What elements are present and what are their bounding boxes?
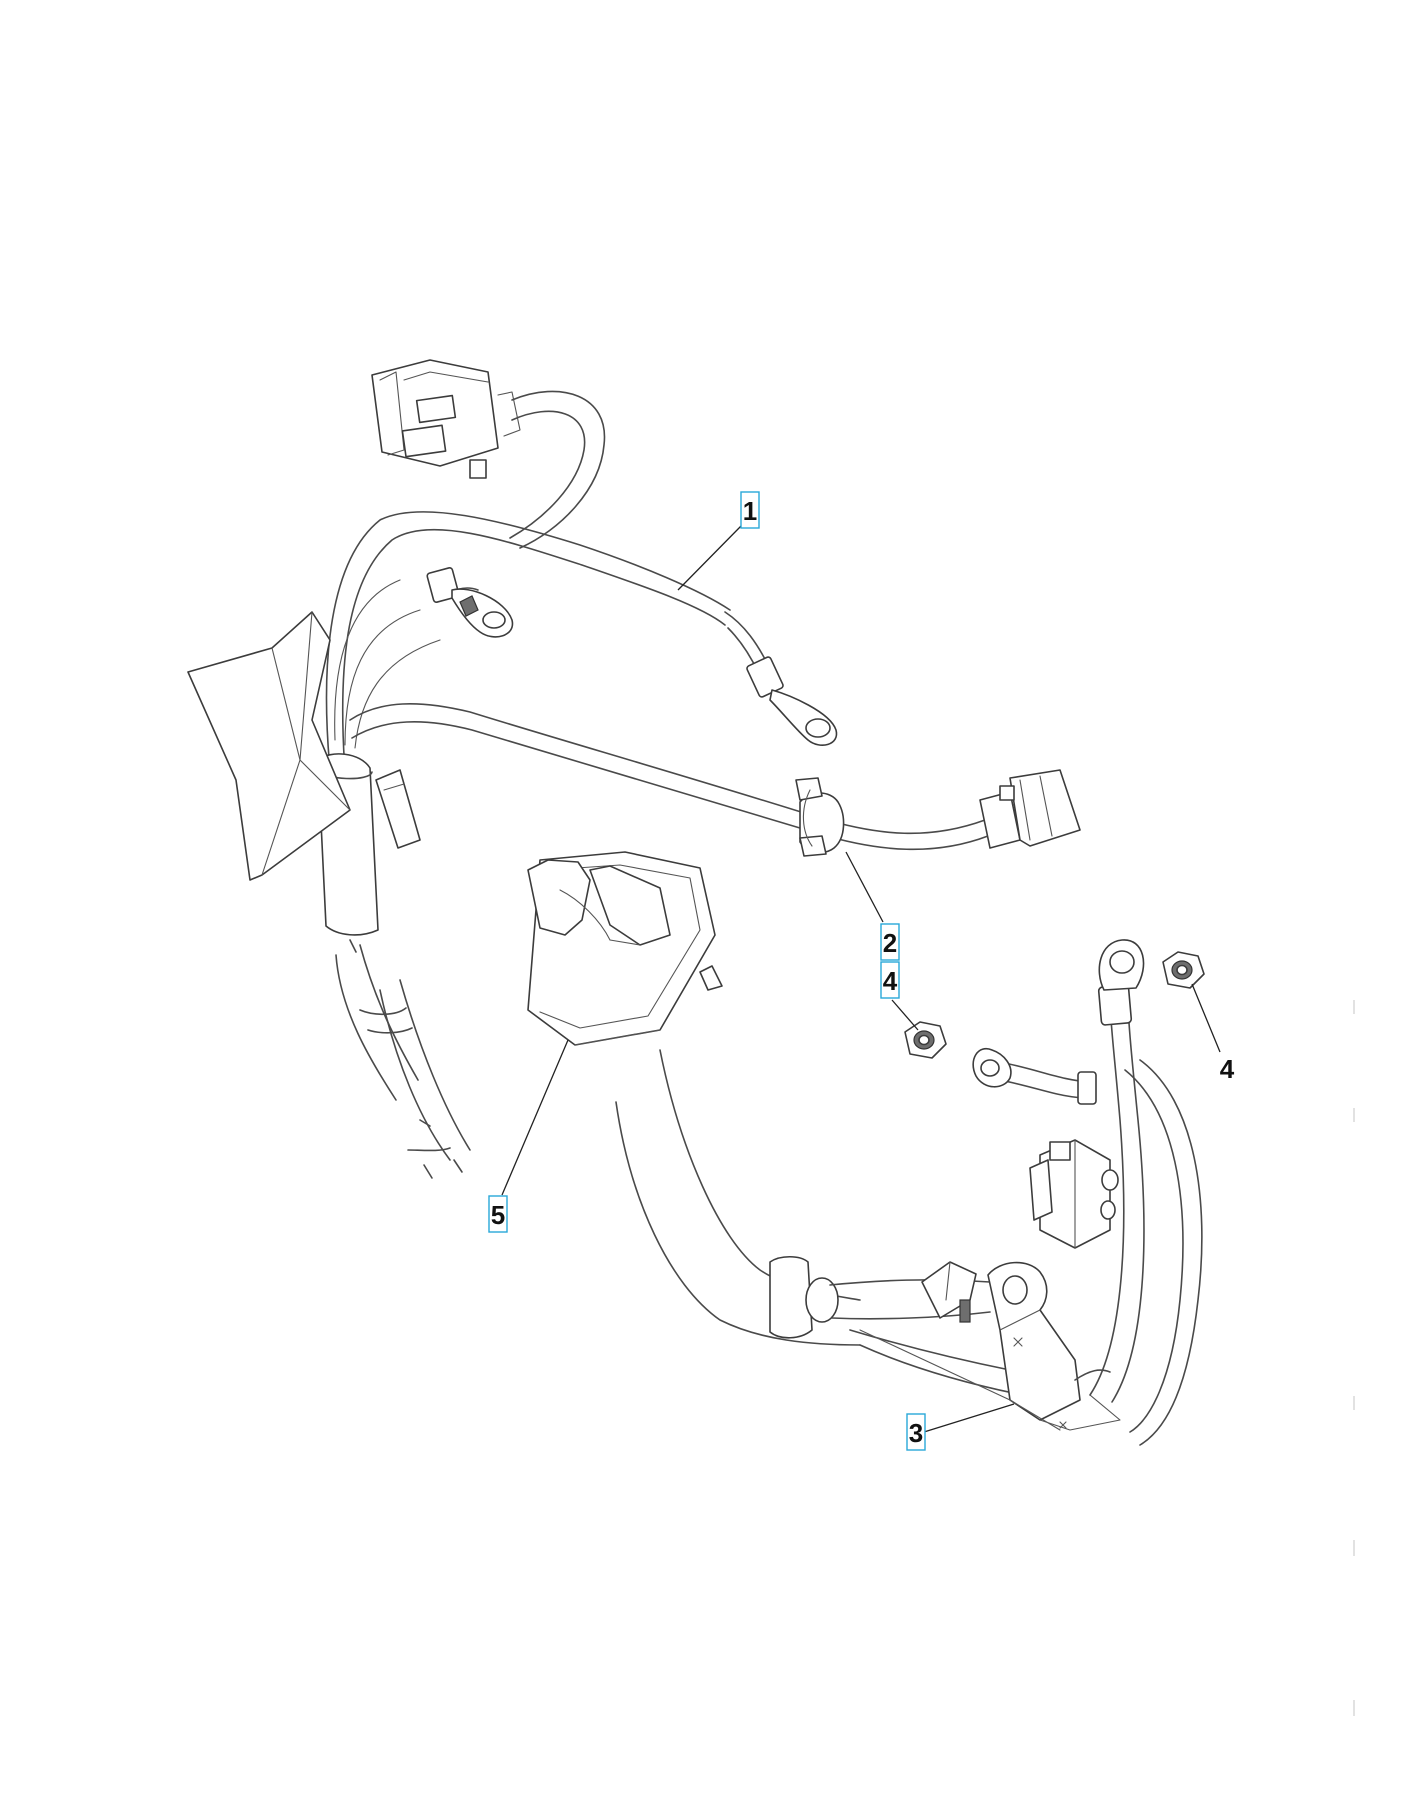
svg-text:3: 3	[909, 1418, 923, 1448]
callout-1: 1	[740, 491, 760, 529]
main-wiring-harness	[187, 359, 1081, 1179]
ground-bracket	[987, 1261, 1121, 1431]
inline-connector	[921, 1261, 977, 1323]
svg-text:4: 4	[1220, 1054, 1235, 1084]
left-housing-block	[187, 611, 351, 881]
terminal-block	[1029, 1139, 1119, 1249]
callout-5: 5	[488, 1195, 508, 1233]
cable-holder-bracket	[527, 851, 723, 1046]
svg-text:2: 2	[883, 928, 897, 958]
hex-nut-right	[1162, 951, 1205, 989]
ring-terminal-upper	[769, 689, 838, 746]
svg-text:4: 4	[883, 966, 898, 996]
callout-4-left: 4	[880, 961, 900, 999]
ring-terminal-top	[1098, 939, 1145, 991]
ring-terminal-middle	[451, 588, 514, 638]
svg-text:1: 1	[743, 496, 757, 526]
ring-terminal-horizontal	[972, 1047, 1097, 1105]
plug-connector-right	[979, 769, 1081, 849]
svg-text:5: 5	[491, 1200, 505, 1230]
callout-2: 2	[880, 923, 900, 961]
hex-nut-left	[904, 1021, 947, 1059]
callout-4-right: 4	[1220, 1054, 1235, 1084]
battery-cable-harness	[615, 939, 1203, 1446]
multi-pin-connector	[371, 359, 521, 479]
cable-clip	[795, 777, 845, 857]
leader-lines	[501, 524, 1221, 1433]
callout-3: 3	[906, 1413, 926, 1451]
